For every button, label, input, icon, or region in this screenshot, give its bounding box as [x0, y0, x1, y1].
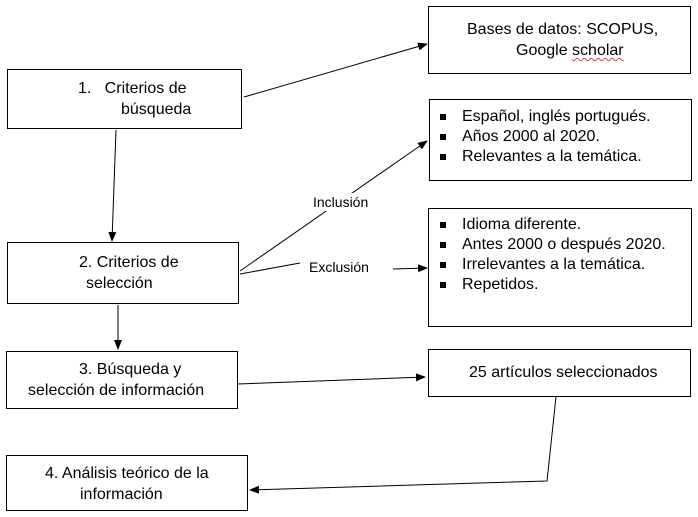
step-2-box: 2. Criterios de selección	[7, 242, 239, 304]
exclusion-item: Irrelevantes a la temática.	[434, 255, 684, 275]
step-4-line1: 4. Análisis teórico de la	[45, 465, 209, 482]
arrow-step1-to-databases	[243, 42, 428, 98]
exclusion-item: Repetidos.	[434, 275, 684, 295]
inclusion-item: Relevantes a la temática.	[434, 147, 689, 167]
step-3-box: 3. Búsqueda y selección de información	[6, 351, 238, 409]
step-1-box: 1. Criterios de búsqueda	[7, 69, 242, 129]
exclusion-list: Idioma diferente. Antes 2000 o después 2…	[434, 215, 684, 295]
databases-box: Bases de datos: SCOPUS, Google scholar	[428, 6, 691, 74]
inclusion-item: Años 2000 al 2020.	[434, 127, 689, 147]
databases-line1: Bases de datos: SCOPUS,	[467, 21, 659, 38]
arrow-step1-to-step2	[108, 129, 117, 242]
result-box: 25 artículos seleccionados	[428, 349, 691, 397]
arrow-exclusion-label-to-exclusion	[392, 264, 428, 273]
exclusion-item: Antes 2000 o después 2020.	[434, 235, 684, 255]
result-text: 25 artículos seleccionados	[469, 364, 658, 381]
step-4-box: 4. Análisis teórico de la información	[6, 455, 248, 511]
arrow-step3-to-result	[237, 373, 426, 385]
exclusion-item: Idioma diferente.	[434, 215, 684, 235]
line-step2-to-exclusion-label	[239, 262, 301, 275]
inclusion-list: Español, inglés portugués. Años 2000 al …	[434, 107, 689, 167]
arrow-result-to-step4	[249, 396, 557, 494]
step-3-line2: selección de información	[28, 382, 205, 399]
inclusion-item: Español, inglés portugués.	[434, 107, 689, 127]
databases-google: Google	[516, 42, 573, 59]
exclusion-box: Idioma diferente. Antes 2000 o después 2…	[428, 208, 692, 327]
step-3-line1: 3. Búsqueda y	[79, 361, 182, 378]
step-1-line2: búsqueda	[121, 101, 192, 118]
inclusion-label: Inclusión	[313, 193, 369, 211]
step-1-line1: 1. Criterios de	[78, 80, 187, 97]
step-2-line1: 2. Criterios de	[79, 254, 179, 271]
step-2-line2: selección	[86, 275, 153, 292]
step-4-line2: información	[80, 486, 163, 503]
inclusion-box: Español, inglés portugués. Años 2000 al …	[429, 99, 692, 181]
exclusion-label: Exclusión	[309, 258, 369, 276]
databases-scholar: scholar	[572, 42, 624, 59]
databases-line2: Google scholar	[516, 41, 624, 61]
